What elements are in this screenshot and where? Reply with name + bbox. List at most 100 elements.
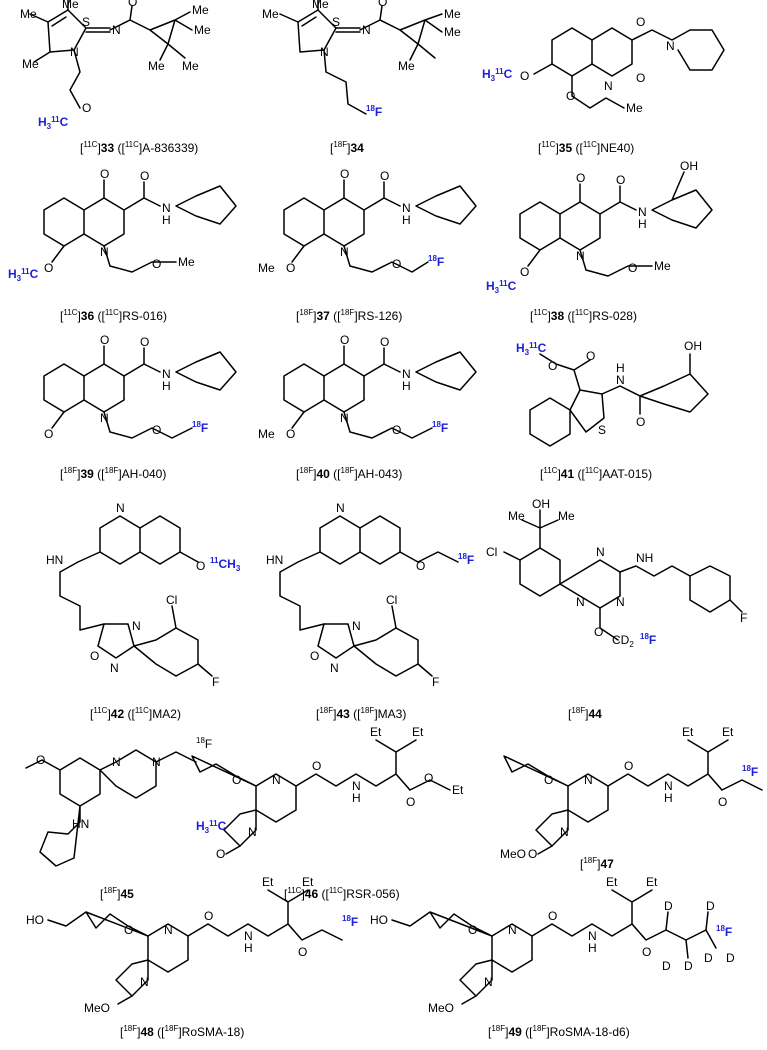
svg-text:N: N	[560, 825, 569, 839]
svg-text:N: N	[244, 929, 253, 943]
svg-text:OH: OH	[684, 339, 702, 353]
svg-text:N: N	[616, 595, 625, 609]
svg-text:N: N	[484, 975, 493, 989]
svg-text:O: O	[586, 349, 595, 363]
svg-text:O: O	[392, 423, 401, 437]
svg-text:H: H	[402, 213, 411, 227]
svg-text:HN: HN	[72, 817, 89, 831]
svg-text:N: N	[112, 755, 121, 769]
svg-text:O: O	[378, 0, 387, 9]
svg-text:H: H	[352, 791, 361, 805]
svg-text:N: N	[362, 23, 371, 37]
svg-text:O: O	[44, 427, 53, 441]
svg-text:H311C: H311C	[486, 279, 517, 295]
svg-text:N: N	[110, 661, 119, 675]
svg-text:O: O	[424, 771, 433, 785]
svg-text:N: N	[272, 773, 281, 787]
svg-text:O: O	[544, 773, 553, 787]
svg-text:O: O	[406, 795, 415, 809]
svg-text:N: N	[100, 411, 109, 425]
svg-text:N: N	[638, 205, 647, 219]
svg-text:O: O	[636, 71, 645, 85]
svg-text:O: O	[624, 759, 633, 773]
svg-text:HN: HN	[266, 553, 283, 567]
svg-text:O: O	[520, 265, 529, 279]
structure-44: Me Me OH Cl N N N NH F O CD2 18F	[486, 497, 747, 649]
svg-text:O: O	[286, 261, 295, 275]
svg-text:O: O	[576, 171, 585, 185]
svg-text:O: O	[380, 169, 389, 183]
svg-text:18F: 18F	[716, 924, 732, 939]
svg-text:Me: Me	[398, 59, 415, 73]
svg-text:18F: 18F	[196, 736, 212, 751]
svg-text:N: N	[330, 661, 339, 675]
svg-text:O: O	[392, 257, 401, 271]
svg-text:Me: Me	[558, 509, 575, 523]
svg-text:18F: 18F	[366, 104, 382, 119]
svg-text:11CH3: 11CH3	[210, 556, 241, 573]
structure-38: O O N H OH N O O Me H311C	[486, 159, 713, 295]
svg-text:Et: Et	[452, 783, 464, 797]
svg-text:O: O	[636, 15, 645, 29]
svg-text:O: O	[616, 173, 625, 187]
svg-text:D: D	[662, 959, 671, 973]
svg-text:F: F	[432, 675, 439, 689]
svg-text:Me: Me	[22, 57, 39, 71]
svg-text:18F: 18F	[432, 420, 448, 435]
svg-text:18F: 18F	[640, 632, 656, 647]
svg-text:Et: Et	[412, 725, 424, 739]
svg-text:MeO: MeO	[84, 1001, 110, 1015]
structure-40: O O N H N O Me O 18F	[258, 333, 477, 441]
svg-text:O: O	[152, 257, 161, 271]
svg-text:18F: 18F	[428, 254, 444, 269]
caption-33: [11C]33 ([11C]A-836339)	[80, 140, 198, 155]
svg-text:O: O	[566, 89, 575, 103]
svg-text:O: O	[468, 923, 477, 937]
svg-text:D: D	[706, 899, 715, 913]
caption-38: [11C]38 ([11C]RS-028)	[530, 308, 637, 323]
svg-text:HO: HO	[370, 913, 388, 927]
svg-text:O: O	[416, 559, 425, 573]
caption-36: [11C]36 ([11C]RS-016)	[60, 308, 167, 323]
svg-text:18F: 18F	[458, 552, 474, 567]
svg-text:18F: 18F	[742, 764, 758, 779]
svg-text:N: N	[664, 779, 673, 793]
svg-text:HN: HN	[46, 553, 63, 567]
svg-text:O: O	[140, 169, 149, 183]
svg-text:O: O	[90, 649, 99, 663]
svg-text:OH: OH	[532, 497, 550, 511]
svg-text:MeO: MeO	[428, 1001, 454, 1015]
svg-text:Et: Et	[370, 725, 382, 739]
svg-text:O: O	[548, 359, 557, 373]
svg-text:Me: Me	[444, 7, 461, 21]
svg-text:N: N	[508, 923, 517, 937]
svg-text:Me: Me	[148, 59, 165, 73]
svg-text:Cl: Cl	[486, 545, 497, 559]
svg-text:N: N	[164, 923, 173, 937]
structure-34: Me Me S N N O Me Me Me 18F	[262, 0, 461, 119]
svg-text:H: H	[162, 379, 171, 393]
structure-46: O N H O O Et Et Et O N N O H311C	[191, 725, 464, 861]
svg-text:F: F	[212, 675, 219, 689]
svg-text:N: N	[152, 755, 161, 769]
svg-text:O: O	[196, 559, 205, 573]
svg-text:O: O	[232, 773, 241, 787]
svg-text:O: O	[82, 101, 91, 115]
svg-text:D: D	[704, 951, 713, 965]
svg-text:H311C: H311C	[38, 115, 69, 131]
svg-text:O: O	[628, 261, 637, 275]
svg-text:Me: Me	[182, 59, 199, 73]
svg-text:H311C: H311C	[482, 67, 513, 83]
svg-text:N: N	[402, 201, 411, 215]
caption-40: [18F]40 ([18F]AH-043)	[296, 466, 402, 481]
svg-text:O: O	[642, 945, 651, 959]
structure-49: O N H O Et Et D D D D D D 18F O N N HO M…	[370, 875, 735, 1015]
svg-text:NH: NH	[636, 551, 653, 565]
svg-text:HO: HO	[26, 913, 44, 927]
svg-text:D: D	[684, 959, 693, 973]
caption-41: [11C]41 ([11C]AAT-015)	[540, 466, 652, 481]
svg-text:MeO: MeO	[500, 847, 526, 861]
svg-text:N: N	[402, 367, 411, 381]
svg-text:N: N	[576, 595, 585, 609]
svg-text:Me: Me	[178, 255, 195, 269]
